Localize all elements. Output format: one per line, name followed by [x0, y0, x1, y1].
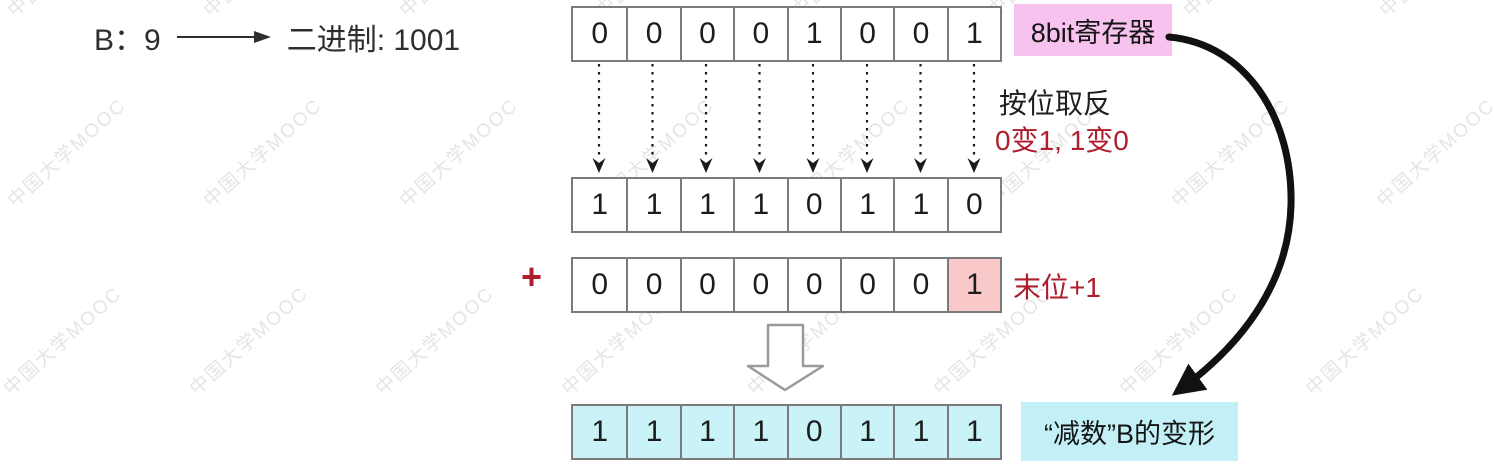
bit-row-result: 1 1 1 1 0 1 1 1: [571, 404, 1002, 460]
bit-cell: 0: [946, 179, 1000, 231]
watermark-text: 中国大学MOOC: [1177, 0, 1307, 23]
watermark-text: 中国大学MOOC: [1168, 95, 1295, 212]
watermark-text: 中国大学MOOC: [396, 95, 523, 212]
result-tag: “减数”B的变形: [1021, 402, 1238, 461]
bit-cell: 0: [786, 259, 840, 311]
invert-title-note: 按位取反: [999, 88, 1112, 119]
last-bit-note: 末位+1: [1013, 272, 1101, 303]
bit-cell: 1: [839, 179, 894, 231]
binary-value-label: 二进制: 1001: [286, 24, 461, 57]
bit-cell: 0: [573, 8, 627, 60]
bit-cell: 0: [893, 259, 947, 311]
plus-sign: +: [521, 256, 543, 297]
bit-cell: 0: [733, 259, 787, 311]
bit-cell: 0: [786, 406, 840, 458]
watermark-text: 中国大学MOOC: [200, 95, 327, 212]
bit-cell: 0: [573, 259, 627, 311]
bit-row-inverted: 1 1 1 1 0 1 1 0: [571, 177, 1002, 233]
bit-cell: 1: [626, 179, 680, 231]
bit-cell: 0: [839, 259, 894, 311]
watermark-text: 中国大学MOOC: [4, 95, 131, 212]
arrow-right-icon: [176, 31, 271, 43]
watermark-text: 中国大学MOOC: [372, 283, 499, 400]
bit-cell: 0: [626, 259, 680, 311]
bit-cell: 0: [679, 259, 734, 311]
decimal-to-binary-formula: B：9 二进制: 1001: [94, 15, 460, 59]
bit-cell: 1: [679, 406, 734, 458]
bit-cell: 1: [893, 179, 947, 231]
bit-cell: 0: [839, 8, 894, 60]
bit-cell: 1: [679, 179, 734, 231]
bit-row-original: 0 0 0 0 1 0 0 1: [571, 6, 1002, 62]
bit-cell: 1: [733, 179, 787, 231]
bitwise-invert-arrows: [592, 64, 981, 173]
watermark-text: 中国大学MOOC: [186, 283, 313, 400]
register-tag: 8bit寄存器: [1014, 4, 1172, 56]
bit-cell: 1: [839, 406, 894, 458]
watermark-text: 中国大学MOOC: [1302, 283, 1429, 400]
bit-cell: 1: [573, 179, 627, 231]
bit-cell: 1: [786, 8, 840, 60]
bit-cell: 1: [946, 8, 1000, 60]
bit-cell: 0: [626, 8, 680, 60]
bit-cell: 1: [946, 406, 1000, 458]
bit-cell: 1: [573, 406, 627, 458]
result-tag-label: “减数”B的变形: [1044, 419, 1215, 449]
bit-cell: 1: [626, 406, 680, 458]
watermark-text: 中国大学MOOC: [1116, 283, 1243, 400]
watermark-text: 中国大学MOOC: [1373, 0, 1494, 23]
bit-cell: 0: [679, 8, 734, 60]
bit-cell: 0: [893, 8, 947, 60]
bit-cell: 0: [786, 179, 840, 231]
watermark-text: 中国大学MOOC: [1373, 95, 1494, 212]
register-tag-label: 8bit寄存器: [1030, 17, 1156, 48]
bit-cell: 1: [733, 406, 787, 458]
bit-row-addend: 0 0 0 0 0 0 0 1: [571, 257, 1002, 313]
invert-rule-note: 0变1, 1变0: [995, 125, 1129, 156]
bit-cell: 1: [893, 406, 947, 458]
decimal-value-label: B：9: [94, 24, 161, 57]
watermark-text: 中国大学MOOC: [0, 283, 127, 400]
bit-cell-highlighted: 1: [946, 259, 1000, 311]
bit-cell: 0: [733, 8, 787, 60]
